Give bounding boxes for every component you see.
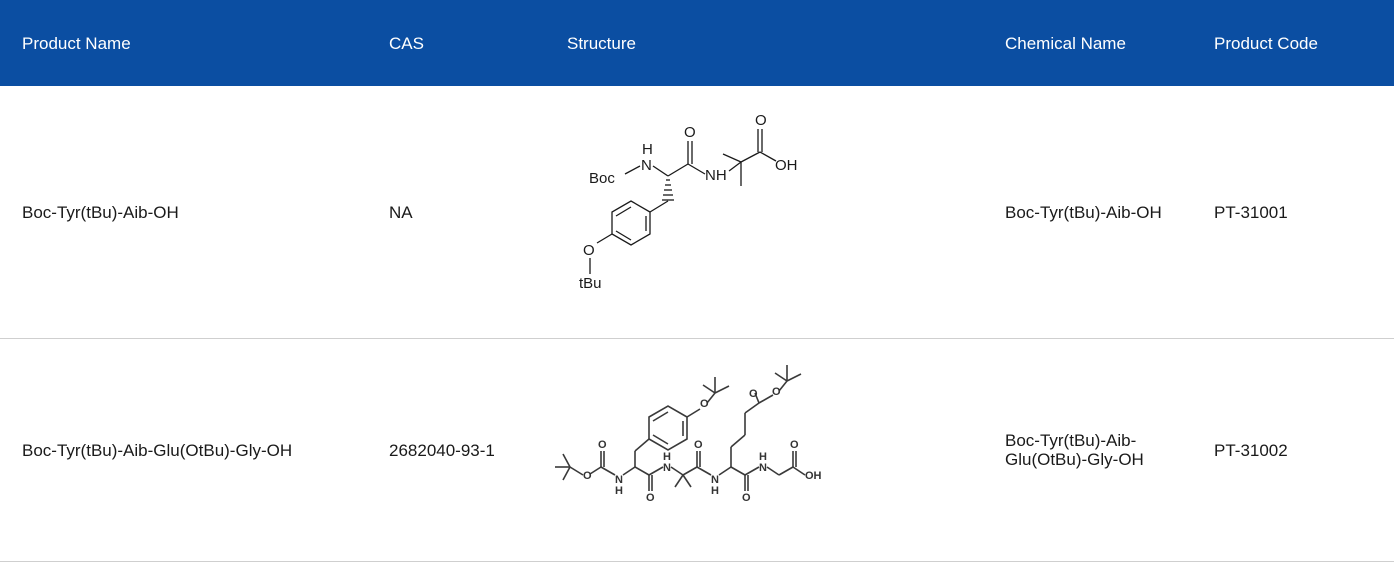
label-n: N	[615, 474, 623, 486]
header-cas: CAS	[389, 33, 424, 53]
table-row: Boc-Tyr(tBu)-Aib-Glu(OtBu)-Gly-OH 268204…	[0, 339, 1394, 562]
label-o: O	[790, 439, 799, 451]
header-product-name: Product Name	[22, 33, 131, 53]
label-o: O	[598, 439, 607, 451]
row-product-name: Boc-Tyr(tBu)-Aib-OH	[22, 202, 179, 222]
label-h: H	[711, 485, 719, 497]
label-boc: Boc	[589, 170, 615, 187]
label-o: O	[583, 470, 592, 482]
label-o-ether: O	[583, 242, 595, 259]
structure-image: O O N H O N H O O N H O O O N H O OH	[545, 339, 983, 561]
label-o-amide: O	[684, 124, 696, 141]
label-n: N	[759, 462, 767, 474]
label-h: H	[615, 485, 623, 497]
table-header: Product Name CAS Structure Chemical Name…	[0, 0, 1394, 86]
row-chemical-name: Boc-Tyr(tBu)-Aib-Glu(OtBu)-Gly-OH	[1005, 431, 1144, 469]
label-o: O	[646, 492, 655, 504]
row-product-code: PT-31002	[1214, 440, 1288, 460]
row-chemical-name: Boc-Tyr(tBu)-Aib-OH	[1005, 202, 1162, 222]
label-tbu: tBu	[579, 275, 602, 292]
label-oh: OH	[805, 470, 822, 482]
label-h: H	[663, 451, 671, 463]
molecule-drawing: O O N H O N H O O N H O O O N H O OH	[555, 365, 822, 504]
label-nh: NH	[705, 167, 727, 184]
header-structure: Structure	[567, 33, 636, 53]
row-product-name: Boc-Tyr(tBu)-Aib-Glu(OtBu)-Gly-OH	[22, 440, 293, 460]
label-n: N	[641, 157, 652, 174]
label-o: O	[772, 386, 781, 398]
label-h: H	[759, 451, 767, 463]
table-row: Boc-Tyr(tBu)-Aib-OH NA	[0, 86, 1394, 339]
label-o: O	[694, 439, 703, 451]
header-product-code: Product Code	[1214, 33, 1318, 53]
molecule-drawing: Boc N H O NH O OH O tBu	[579, 112, 798, 292]
label-o: O	[700, 398, 709, 410]
row-cas: NA	[389, 202, 413, 222]
label-o: O	[749, 388, 758, 400]
row-cas: 2682040-93-1	[389, 440, 495, 460]
label-n: N	[711, 474, 719, 486]
label-h: H	[642, 141, 653, 158]
structure-image: Boc N H O NH O OH O tBu	[545, 86, 983, 338]
row-product-code: PT-31001	[1214, 202, 1288, 222]
label-o-acid: O	[755, 112, 767, 129]
header-chemical-name: Chemical Name	[1005, 33, 1126, 53]
label-o: O	[742, 492, 751, 504]
label-n: N	[663, 462, 671, 474]
label-oh: OH	[775, 157, 798, 174]
